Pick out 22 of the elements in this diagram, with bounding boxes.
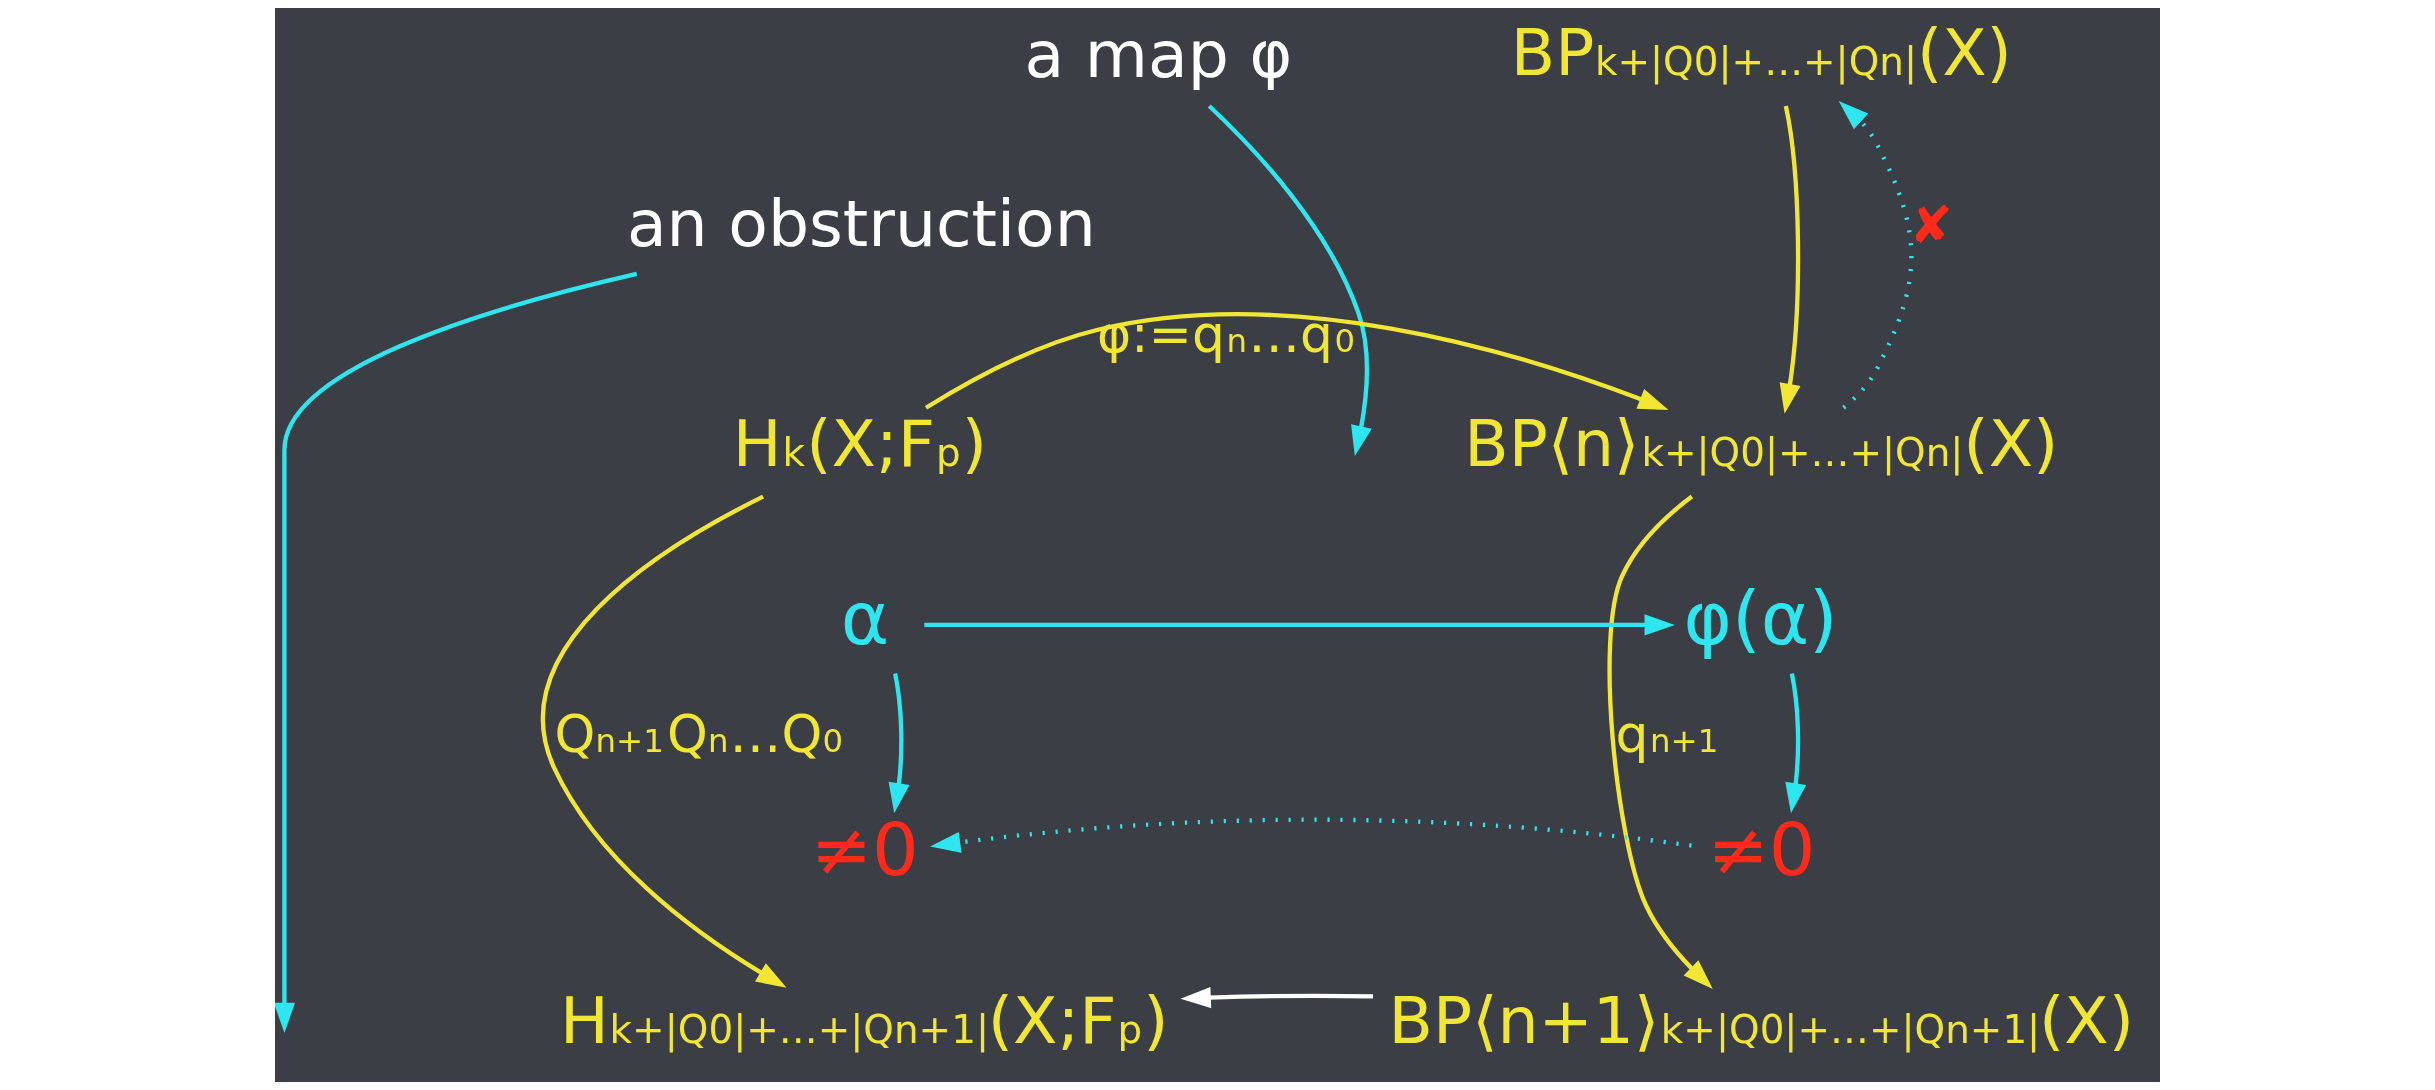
arrow: [1180, 986, 1374, 1009]
node-text: ≠0: [810, 806, 919, 892]
arrow: [888, 673, 910, 814]
node-text: α: [840, 575, 890, 661]
node-text: BP⟨n+1⟩k+|Q0|+…+|Qn+1|(X): [1388, 983, 2134, 1059]
node-text: an obstruction: [626, 185, 1096, 261]
arrow: [924, 614, 1675, 636]
arrow: [924, 312, 1669, 410]
arrow: [1838, 100, 1914, 410]
node-text: φ(α): [1683, 575, 1838, 661]
node-text: ≠0: [1707, 806, 1816, 892]
node-text: BP⟨n⟩k+|Q0|+…+|Qn|(X): [1464, 406, 2059, 482]
arrow: [1785, 673, 1807, 814]
node-text: BPk+|Q0|+…+|Qn|(X): [1510, 15, 2012, 91]
node-text: a map φ: [1024, 17, 1293, 93]
arrow: [1607, 494, 1713, 989]
arrow: [541, 494, 787, 988]
arrow: [1779, 105, 1801, 414]
arrow: [930, 817, 1692, 853]
edge-label: ✘: [1909, 194, 1953, 255]
arrow: [275, 271, 638, 1034]
arrow: [1207, 104, 1372, 457]
